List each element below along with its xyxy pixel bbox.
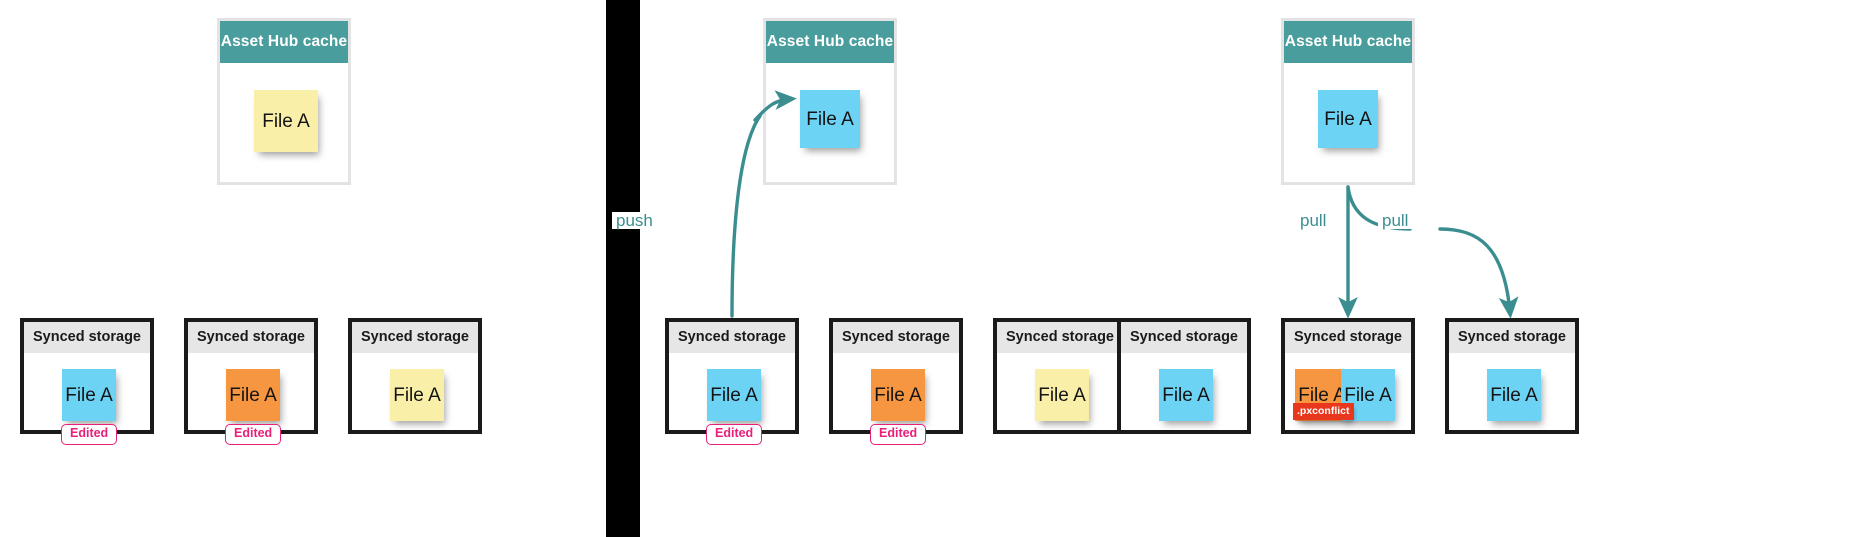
synced-storage-p1-s2: Synced storage File A Edited — [184, 318, 318, 445]
pull-arrow-label-left: pull — [1296, 212, 1331, 229]
sticky-note-label: File A — [1490, 384, 1538, 406]
sticky-note-label: File A — [65, 384, 113, 406]
sticky-note-label: File A — [393, 384, 441, 406]
synced-storage-title: Synced storage — [669, 322, 795, 353]
asset-hub-cache-body: File A — [1284, 63, 1412, 182]
sticky-note-file-a[interactable]: File A — [226, 369, 280, 421]
asset-hub-cache-title: Asset Hub cache — [1284, 21, 1412, 63]
status-badge-edited: Edited — [870, 424, 927, 445]
status-badge-edited: Edited — [706, 424, 763, 445]
synced-storage-body: File A — [1121, 353, 1247, 431]
sticky-note-label: File A — [1324, 108, 1372, 130]
sticky-note-label: File A — [1344, 384, 1392, 406]
sticky-note-file-a[interactable]: File A — [254, 90, 318, 152]
sticky-note-label: File A — [710, 384, 758, 406]
sticky-note-file-a[interactable]: File A — [1159, 369, 1213, 421]
synced-storage-body: File A — [997, 353, 1123, 431]
panel-divider — [606, 0, 640, 537]
synced-storage-body: File A Edited — [188, 353, 314, 445]
sticky-note-label: File A — [1298, 384, 1346, 406]
synced-storage-title: Synced storage — [833, 322, 959, 353]
sticky-note-file-a[interactable]: File A — [390, 369, 444, 421]
synced-storage-p1-s3: Synced storage File A — [348, 318, 482, 434]
synced-storage-title: Synced storage — [352, 322, 478, 353]
push-arrow — [730, 114, 762, 318]
synced-storage-p1-s1: Synced storage File A Edited — [20, 318, 154, 445]
sticky-note-label: File A — [262, 110, 310, 132]
synced-storage-p3-s3: Synced storage File A — [1445, 318, 1579, 434]
asset-hub-cache-panel-2: Asset Hub cache File A — [763, 18, 897, 185]
synced-storage-title: Synced storage — [997, 322, 1123, 353]
synced-storage-body: File A — [1449, 353, 1575, 431]
pull-arrow-right-tail — [1438, 227, 1519, 319]
sticky-note-label: File A — [874, 384, 922, 406]
sticky-note-label: File A — [1038, 384, 1086, 406]
asset-hub-cache-body: File A — [766, 63, 894, 182]
sticky-note-label: File A — [806, 108, 854, 130]
synced-storage-body: File A Edited — [833, 353, 959, 445]
sticky-note-label: File A — [1162, 384, 1210, 406]
synced-storage-title: Synced storage — [188, 322, 314, 353]
pull-arrow-label-right: pull — [1378, 212, 1413, 229]
synced-storage-title: Synced storage — [1449, 322, 1575, 353]
asset-hub-cache-panel-3: Asset Hub cache File A — [1281, 18, 1415, 185]
sticky-note-file-a[interactable]: File A — [871, 369, 925, 421]
asset-hub-cache-panel-1: Asset Hub cache File A — [217, 18, 351, 185]
sticky-note-label: File A — [229, 384, 277, 406]
asset-hub-cache-body: File A — [220, 63, 348, 182]
synced-storage-p2-s3: Synced storage File A — [993, 318, 1127, 434]
sticky-note-file-a[interactable]: File A — [800, 90, 860, 148]
synced-storage-p3-s1: Synced storage File A — [1117, 318, 1251, 434]
synced-storage-p2-s1: Synced storage File A Edited — [665, 318, 799, 445]
status-badge-edited: Edited — [61, 424, 118, 445]
synced-storage-p2-s2: Synced storage File A Edited — [829, 318, 963, 445]
sticky-note-file-a[interactable]: File A — [1318, 90, 1378, 148]
synced-storage-body: File A .pxconflict File A — [1285, 353, 1411, 431]
synced-storage-p3-s2: Synced storage File A .pxconflict File A — [1281, 318, 1415, 434]
sticky-note-file-a[interactable]: File A — [1035, 369, 1089, 421]
sticky-note-file-a[interactable]: File A — [1487, 369, 1541, 421]
synced-storage-body: File A — [352, 353, 478, 431]
synced-storage-body: File A Edited — [24, 353, 150, 445]
sticky-note-file-a[interactable]: File A — [62, 369, 116, 421]
synced-storage-body: File A Edited — [669, 353, 795, 445]
synced-storage-title: Synced storage — [24, 322, 150, 353]
synced-storage-title: Synced storage — [1285, 322, 1411, 353]
push-arrow-label: push — [612, 212, 657, 229]
asset-hub-cache-title: Asset Hub cache — [766, 21, 894, 63]
asset-hub-cache-title: Asset Hub cache — [220, 21, 348, 63]
status-badge-pxconflict: .pxconflict — [1293, 403, 1354, 421]
status-badge-edited: Edited — [225, 424, 282, 445]
sticky-note-file-a[interactable]: File A — [707, 369, 761, 421]
synced-storage-title: Synced storage — [1121, 322, 1247, 353]
